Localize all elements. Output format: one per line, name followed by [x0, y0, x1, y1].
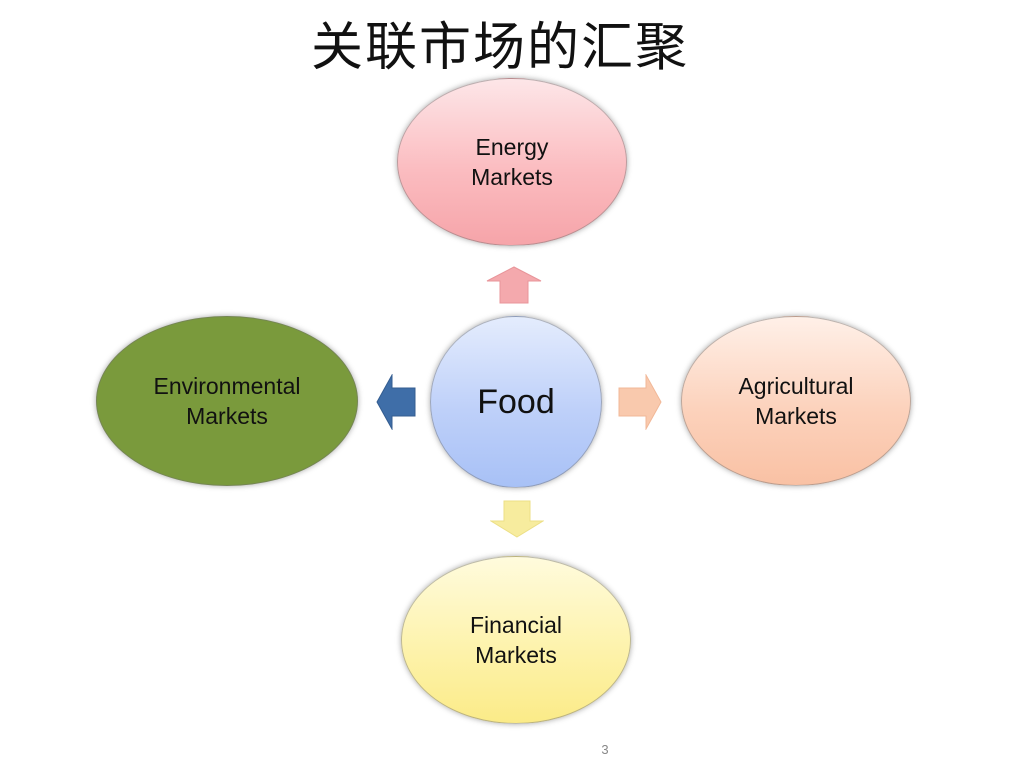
energy-markets-label: Energy Markets — [471, 134, 553, 190]
arrow-down-icon — [490, 500, 544, 538]
slide-title: 关联市场的汇聚 — [310, 18, 689, 78]
environmental-markets-node: Environmental Markets — [96, 316, 358, 486]
food-node: Food — [430, 316, 602, 488]
energy-markets-node: Energy Markets — [397, 78, 627, 246]
page-number: 3 — [601, 742, 609, 757]
arrow-right-shape — [618, 374, 662, 430]
food-label: Food — [477, 383, 555, 421]
agricultural-markets-label: Agricultural Markets — [738, 373, 854, 429]
arrow-down-shape — [490, 500, 544, 538]
arrow-left-shape — [376, 374, 416, 430]
agricultural-markets-node: Agricultural Markets — [681, 316, 911, 486]
arrow-up-shape — [486, 266, 542, 304]
arrow-up-icon — [486, 266, 542, 304]
arrow-left-icon — [376, 374, 416, 430]
environmental-markets-label: Environmental Markets — [153, 373, 301, 429]
financial-markets-node: Financial Markets — [401, 556, 631, 724]
arrow-right-icon — [618, 374, 662, 430]
financial-markets-label: Financial Markets — [469, 612, 563, 668]
